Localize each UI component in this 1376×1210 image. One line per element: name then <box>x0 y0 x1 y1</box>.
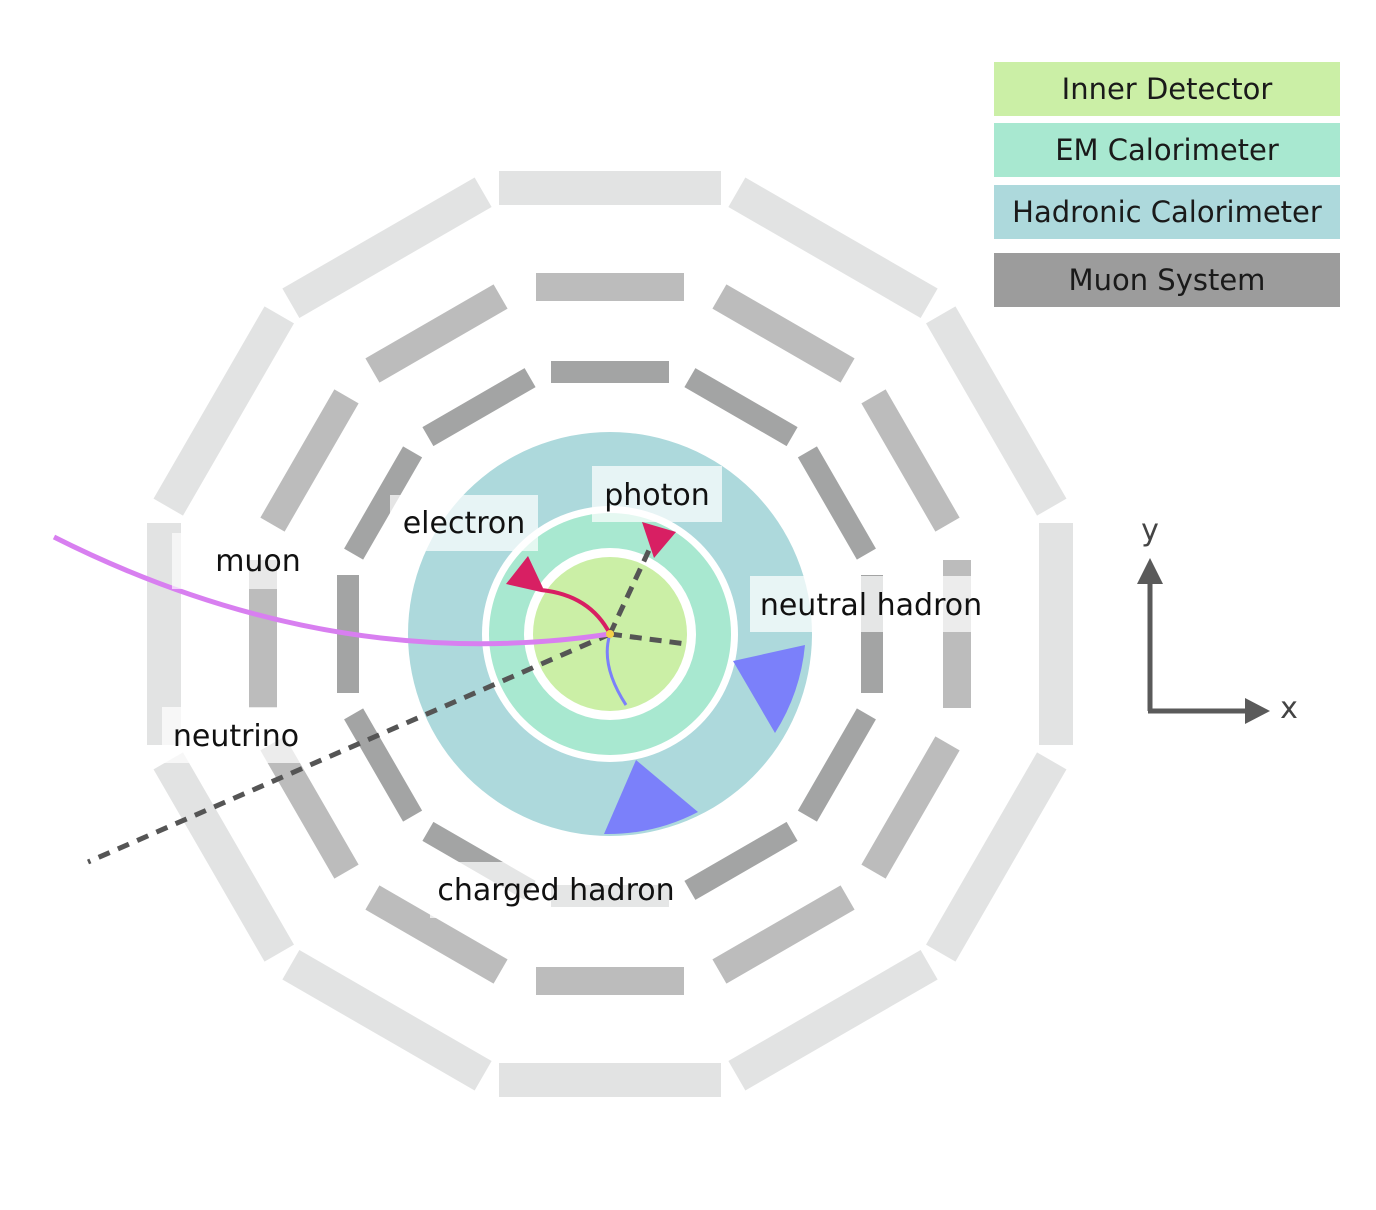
label-muon: muon <box>172 533 314 589</box>
legend-label: Muon System <box>1068 263 1266 297</box>
legend-item-hadronic-calorimeter: Hadronic Calorimeter <box>994 185 1340 239</box>
svg-text:charged hadron: charged hadron <box>437 873 674 908</box>
muon-ring-middle-segment <box>365 284 508 383</box>
muon-ring-outer-segment <box>499 171 721 205</box>
muon-ring-inner-segment <box>797 708 876 822</box>
muon-ring-inner-segment <box>684 821 798 900</box>
muon-ring-middle-segment <box>249 560 277 708</box>
muon-ring-inner-segment <box>797 446 876 560</box>
muon-ring-outer-segment <box>1039 523 1073 745</box>
neutral-hadron-line <box>609 631 687 647</box>
muon-ring-middle-segment <box>536 967 684 995</box>
legend-label: Hadronic Calorimeter <box>1012 195 1322 229</box>
neutrino-line <box>86 631 612 865</box>
label-neutral-hadron: neutral hadron <box>750 576 986 632</box>
muon-ring-inner-segment <box>422 368 536 447</box>
muon-ring-inner-segment <box>344 446 423 560</box>
legend-label: EM Calorimeter <box>1055 133 1279 167</box>
electron-track <box>540 588 612 635</box>
muon-ring-outer-segment <box>926 306 1067 516</box>
svg-text:photon: photon <box>604 478 710 513</box>
svg-text:neutrino: neutrino <box>173 719 299 754</box>
axes-indicator: y x <box>1137 513 1298 726</box>
legend-item-inner-detector: Inner Detector <box>994 62 1340 116</box>
muon-ring-middle-segment <box>861 736 960 879</box>
muon-ring-outer-segment <box>926 752 1067 962</box>
muon-system <box>147 171 1073 1097</box>
svg-text:muon: muon <box>215 544 301 579</box>
y-arrow-icon <box>1137 558 1163 584</box>
svg-text:neutral hadron: neutral hadron <box>760 588 982 623</box>
muon-ring-inner-segment <box>551 361 669 383</box>
electron-deposit <box>506 556 543 592</box>
muon-ring-inner-segment <box>344 708 423 822</box>
muon-ring-outer-segment <box>728 177 938 318</box>
muon-ring-outer-segment <box>728 950 938 1091</box>
muon-ring-outer-segment <box>153 306 294 516</box>
muon-ring-middle-segment <box>536 273 684 301</box>
interaction-vertex <box>606 630 614 638</box>
label-neutrino: neutrino <box>162 707 304 763</box>
muon-ring-outer-segment <box>282 950 492 1091</box>
legend-label: Inner Detector <box>1061 72 1273 106</box>
muon-track <box>52 534 611 647</box>
muon-ring-middle-segment <box>260 736 359 879</box>
neutral-hadron-deposit <box>733 645 805 733</box>
charged-hadron-track <box>605 633 628 706</box>
legend-item-muon-system: Muon System <box>994 253 1340 307</box>
label-electron: electron <box>390 495 538 551</box>
x-axis-label: x <box>1280 691 1298 726</box>
label-photon: photon <box>592 466 722 522</box>
charged-hadron-deposit <box>604 760 698 835</box>
muon-ring-inner-segment <box>684 368 798 447</box>
muon-ring-middle-segment <box>861 389 960 532</box>
legend-item-em-calorimeter: EM Calorimeter <box>994 123 1340 177</box>
photon-deposit <box>642 522 676 558</box>
muon-ring-outer-segment <box>153 752 294 962</box>
muon-ring-middle-segment <box>260 389 359 532</box>
muon-ring-middle-segment <box>712 284 855 383</box>
y-axis-label: y <box>1141 513 1159 548</box>
muon-ring-middle-segment <box>365 885 508 984</box>
photon-line <box>607 546 653 636</box>
label-charged-hadron: charged hadron <box>430 862 680 918</box>
muon-ring-outer-segment <box>499 1063 721 1097</box>
muon-ring-outer-segment <box>282 177 492 318</box>
x-arrow-icon <box>1245 698 1270 724</box>
muon-ring-middle-segment <box>712 885 855 984</box>
svg-text:electron: electron <box>403 506 526 541</box>
